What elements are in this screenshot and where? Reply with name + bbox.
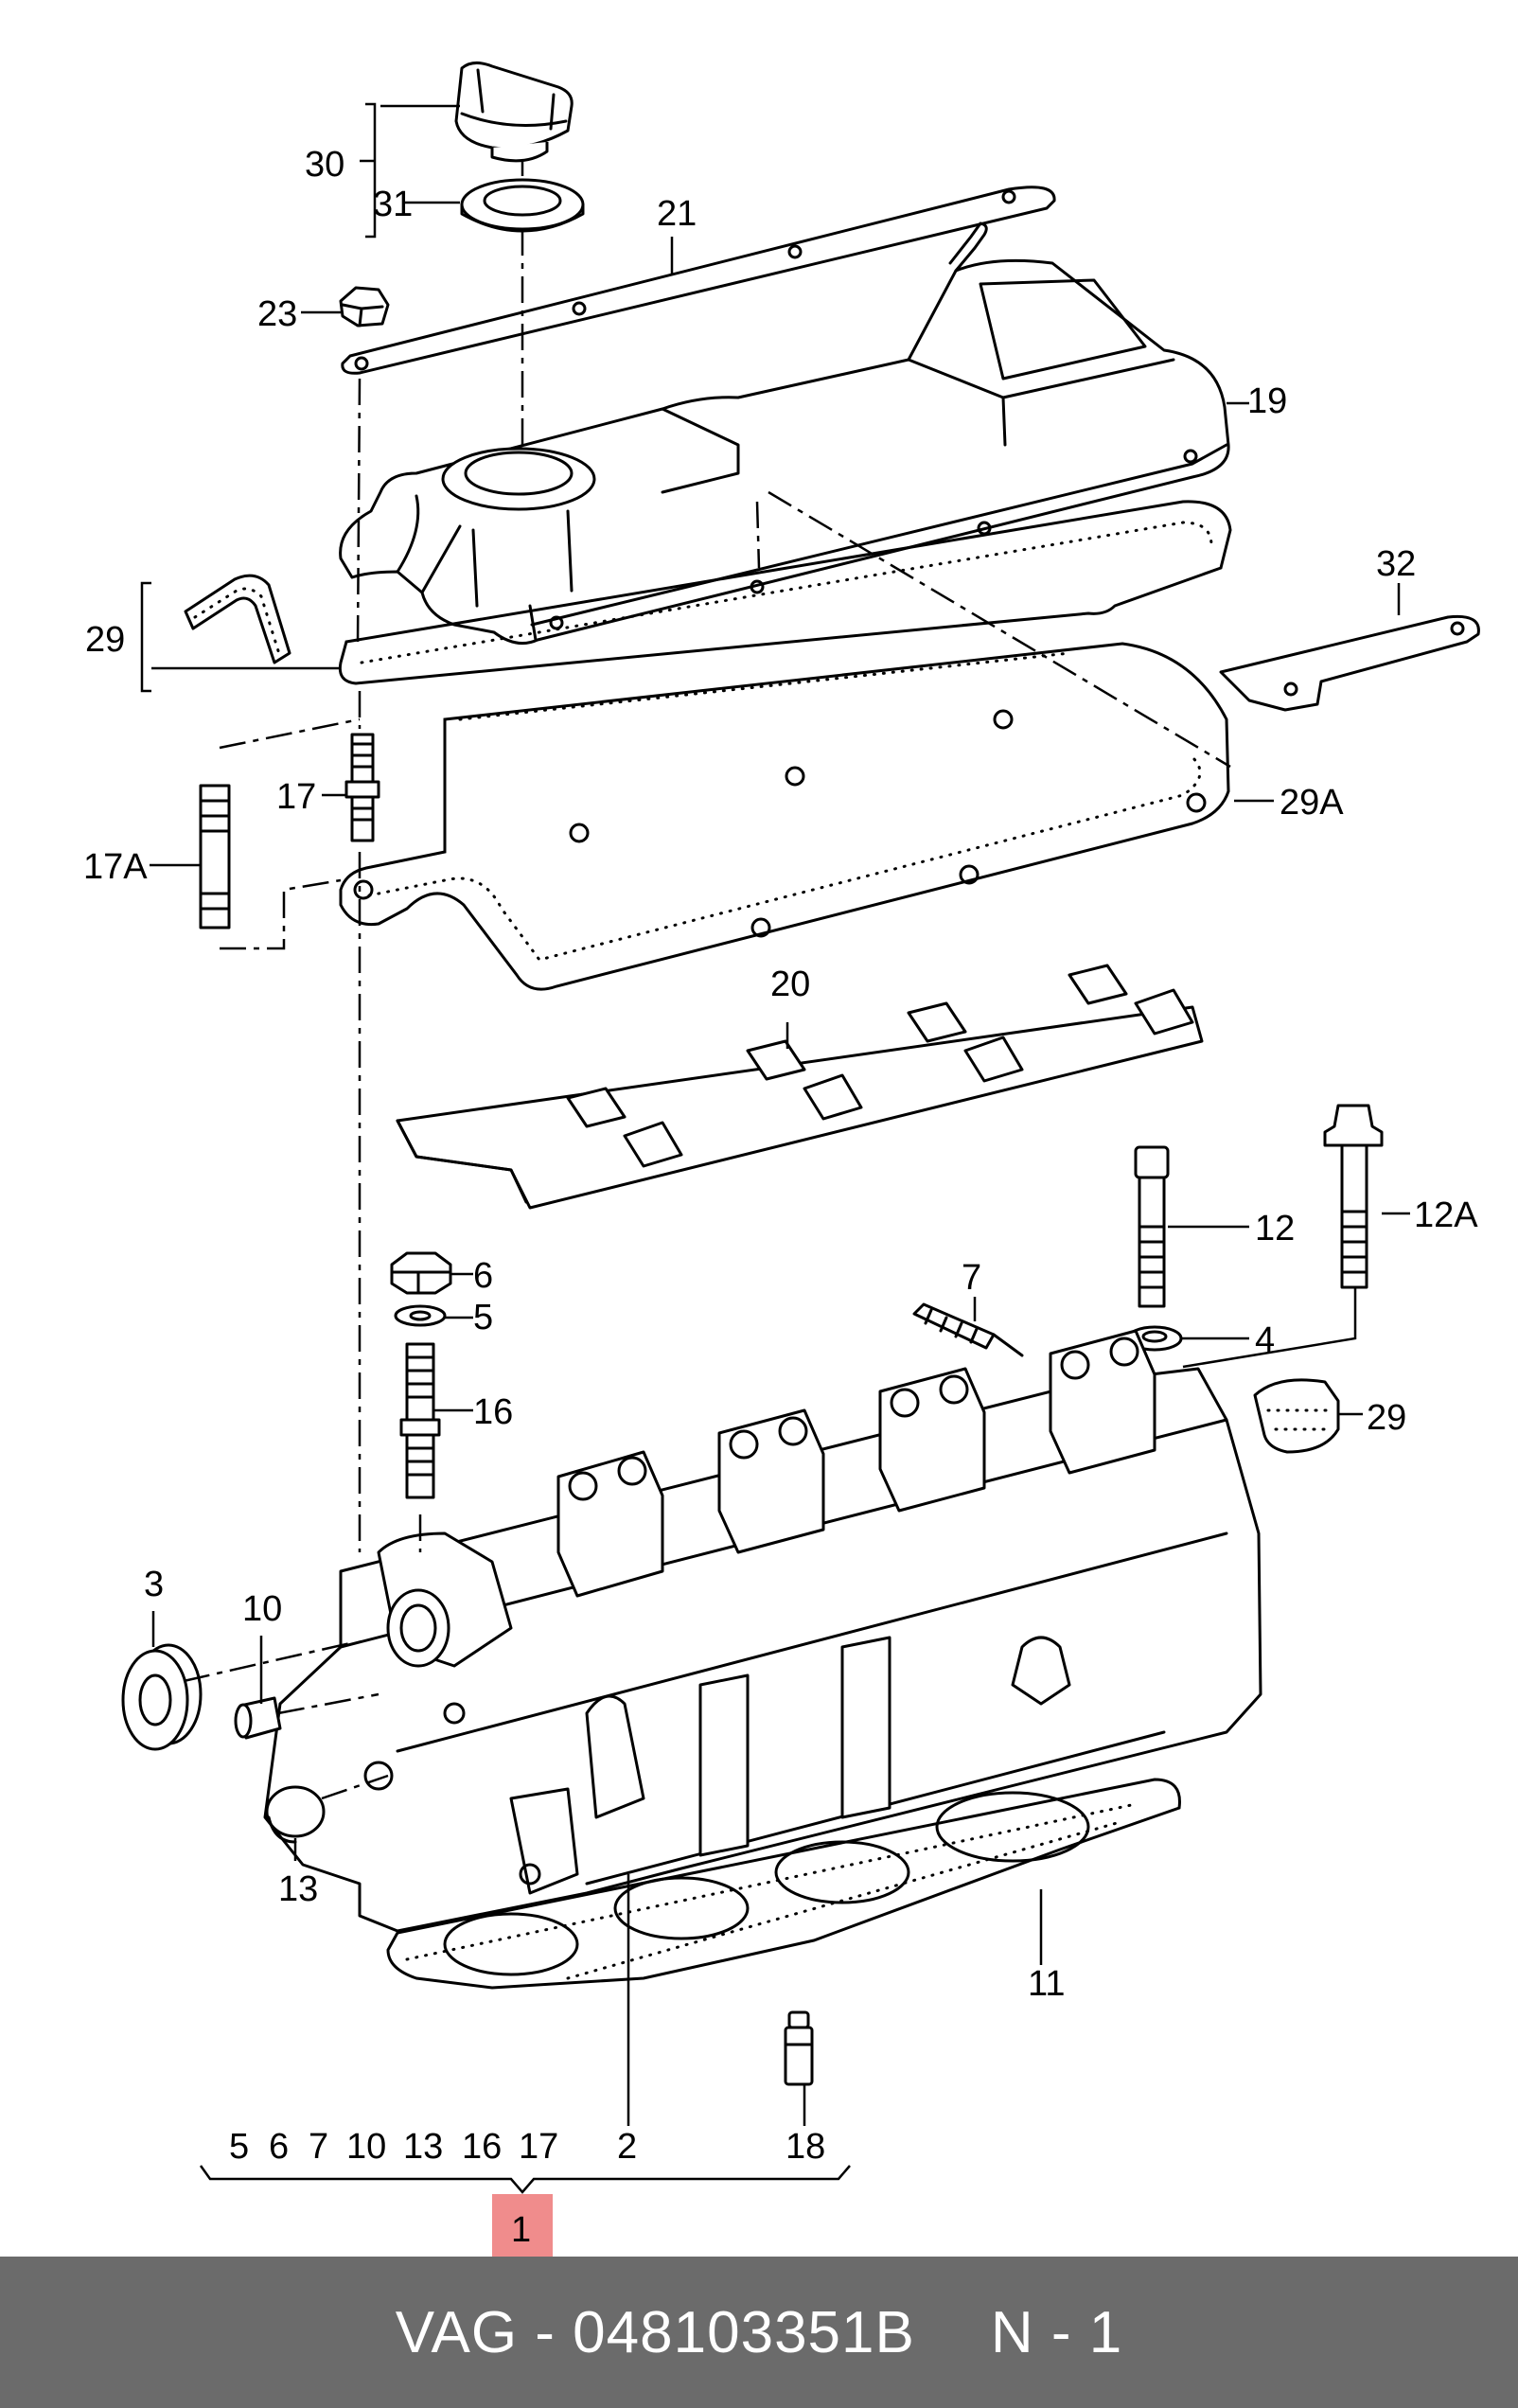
- label-5: 5: [473, 1298, 493, 1337]
- stud-long: [199, 784, 231, 930]
- label-13: 13: [278, 1869, 318, 1909]
- assembly-label-1: 1: [511, 2210, 531, 2250]
- label-12: 12: [1255, 1209, 1295, 1248]
- label-18: 18: [785, 2127, 825, 2167]
- label-20: 20: [770, 965, 810, 1004]
- label-2: 2: [617, 2127, 637, 2167]
- label-12a: 12A: [1414, 1195, 1478, 1235]
- threaded-pin: [912, 1302, 1024, 1357]
- stud-long-threaded: [399, 1342, 441, 1499]
- label-3: 3: [144, 1565, 164, 1604]
- gasket-strip: [341, 186, 1056, 375]
- head-bolt: [1134, 1145, 1170, 1308]
- sealing-plug: [234, 1696, 282, 1740]
- label-31: 31: [373, 185, 413, 224]
- label-4: 4: [1255, 1320, 1275, 1360]
- retaining-bracket: [1219, 614, 1480, 712]
- label-29-top: 29: [85, 620, 125, 660]
- label-23: 23: [257, 294, 297, 334]
- cylinder-head: [263, 1329, 1262, 1933]
- label-29a: 29A: [1280, 783, 1344, 823]
- hex-nut: [339, 286, 390, 328]
- oil-deflector: [396, 964, 1204, 1210]
- label-30: 30: [305, 145, 344, 185]
- label-17a: 17A: [83, 847, 148, 887]
- stud-nut: [390, 1251, 452, 1295]
- label-19: 19: [1247, 381, 1287, 421]
- exploded-parts-diagram: 30 31 21 23 19 29 32 17 17A 29A 20 12 12…: [83, 62, 1480, 2257]
- assembly-item-7: 7: [309, 2127, 328, 2167]
- cover-gasket: [338, 500, 1232, 991]
- assembly-item-5: 5: [229, 2127, 249, 2167]
- assembly-item-13: 13: [403, 2127, 443, 2167]
- note-text: N - 1: [990, 2299, 1123, 2365]
- oil-filler-cap: [454, 62, 574, 163]
- label-32: 32: [1376, 544, 1416, 584]
- label-7: 7: [962, 1258, 981, 1298]
- assembly-item-6: 6: [269, 2127, 289, 2167]
- label-21: 21: [657, 194, 697, 234]
- cylinder-head-gasket: [386, 1778, 1181, 1990]
- label-29-right: 29: [1367, 1398, 1406, 1438]
- assembly-item-17: 17: [519, 2127, 558, 2167]
- assembly-item-10: 10: [346, 2127, 386, 2167]
- oil-filler-seal: [460, 178, 585, 233]
- camshaft-oil-seal: [121, 1643, 203, 1751]
- cylinder-head-cover: [339, 221, 1230, 646]
- label-17: 17: [276, 777, 316, 817]
- part-number-footer: VAG - 048103351B N - 1: [0, 2257, 1518, 2408]
- hydraulic-tappet: [784, 2010, 814, 2086]
- stud-short: [344, 733, 380, 842]
- label-10: 10: [242, 1589, 282, 1629]
- cap-plug: [265, 1785, 326, 1844]
- bearing-shell: [1253, 1378, 1340, 1454]
- label-11: 11: [1028, 1964, 1065, 2004]
- stud-washer: [394, 1304, 447, 1327]
- assembly-item-16: 16: [462, 2127, 502, 2167]
- label-16: 16: [473, 1392, 513, 1432]
- sealing-strip-small: [184, 574, 291, 664]
- head-bolt-long: [1323, 1104, 1384, 1289]
- part-number-text: VAG - 048103351B: [395, 2299, 915, 2365]
- assembly-highlight: [492, 2194, 553, 2257]
- label-6: 6: [473, 1256, 493, 1296]
